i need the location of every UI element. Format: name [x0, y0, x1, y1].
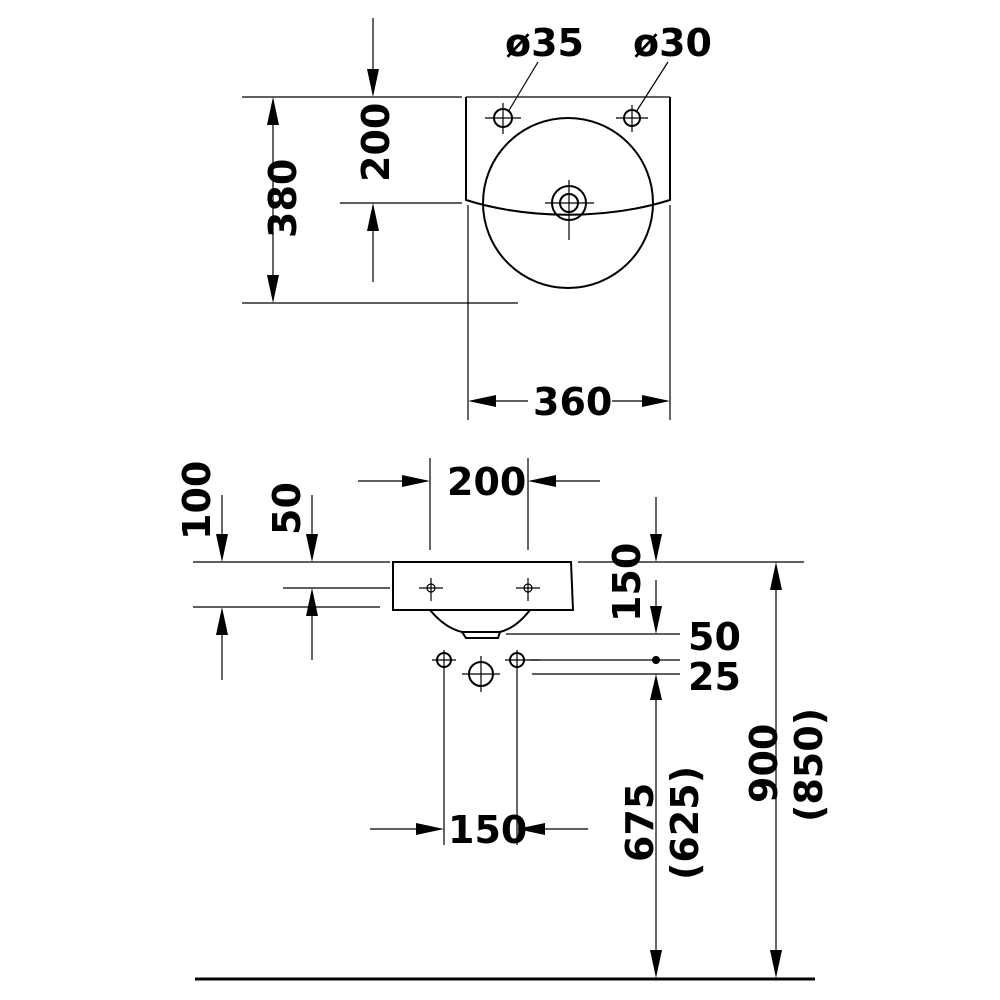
side-view: 200 100 50 150 50 25	[175, 458, 831, 981]
arrow-360-right	[642, 395, 670, 407]
side-tap-left	[419, 578, 443, 601]
dim-360-label: 360	[533, 380, 612, 424]
dim-625-label: (625)	[663, 766, 707, 880]
arrow-150-down	[650, 534, 662, 562]
dim-200-topview-label: 200	[354, 103, 398, 182]
arrow-200-side-right	[528, 475, 556, 487]
dim-50-left-label: 50	[265, 482, 309, 535]
dim-675-label: 675	[618, 783, 662, 862]
dim-50-25-dot	[652, 656, 660, 664]
arrow-50-left-down	[306, 534, 318, 562]
dim-25-label: 25	[688, 655, 741, 699]
leader-30	[635, 61, 669, 113]
supply-left	[432, 650, 456, 845]
tap-hole-right	[616, 105, 648, 132]
basin-side-body	[392, 561, 575, 611]
arrow-150-h-right	[517, 823, 545, 835]
dim-900-label: 900	[742, 724, 786, 803]
arrow-200-side-left	[402, 475, 430, 487]
arrow-100-down	[216, 534, 228, 562]
dim-100-label: 100	[175, 461, 219, 540]
bowl-circle	[482, 117, 654, 289]
dim-150-vertical-label: 150	[605, 543, 649, 622]
waste-outlet	[462, 656, 500, 692]
basin-side-drain	[461, 631, 501, 639]
arrow-380-top	[267, 97, 279, 125]
leader-35	[507, 61, 539, 113]
arrow-900-up	[770, 562, 782, 590]
arrow-360-left	[468, 395, 496, 407]
dim-50-right-label: 50	[688, 615, 741, 659]
arrow-150-h-left	[416, 823, 444, 835]
dim-200-side-label: 200	[447, 460, 526, 504]
dim-380-label: 380	[261, 159, 305, 238]
arrow-380-bottom	[267, 275, 279, 303]
dim-150-horizontal-label: 150	[448, 808, 527, 852]
hole-right-diameter-label: ø30	[633, 21, 712, 65]
side-tap-right	[516, 578, 540, 601]
arrow-200-top-up	[367, 203, 379, 231]
arrow-25-up	[650, 674, 662, 700]
arrow-150-up	[650, 606, 662, 634]
basin-side-bowl	[429, 609, 531, 633]
top-view: ø35 ø30 380 200 360	[242, 18, 712, 424]
tap-hole-left	[485, 103, 521, 134]
dim-850-label: (850)	[787, 708, 831, 822]
hole-left-diameter-label: ø35	[505, 21, 584, 65]
arrow-900-down	[770, 950, 782, 978]
arrow-200-top-down	[367, 69, 379, 97]
arrow-675-down	[650, 950, 662, 978]
arrow-100-up	[216, 607, 228, 635]
arrow-50-left-up	[306, 588, 318, 616]
